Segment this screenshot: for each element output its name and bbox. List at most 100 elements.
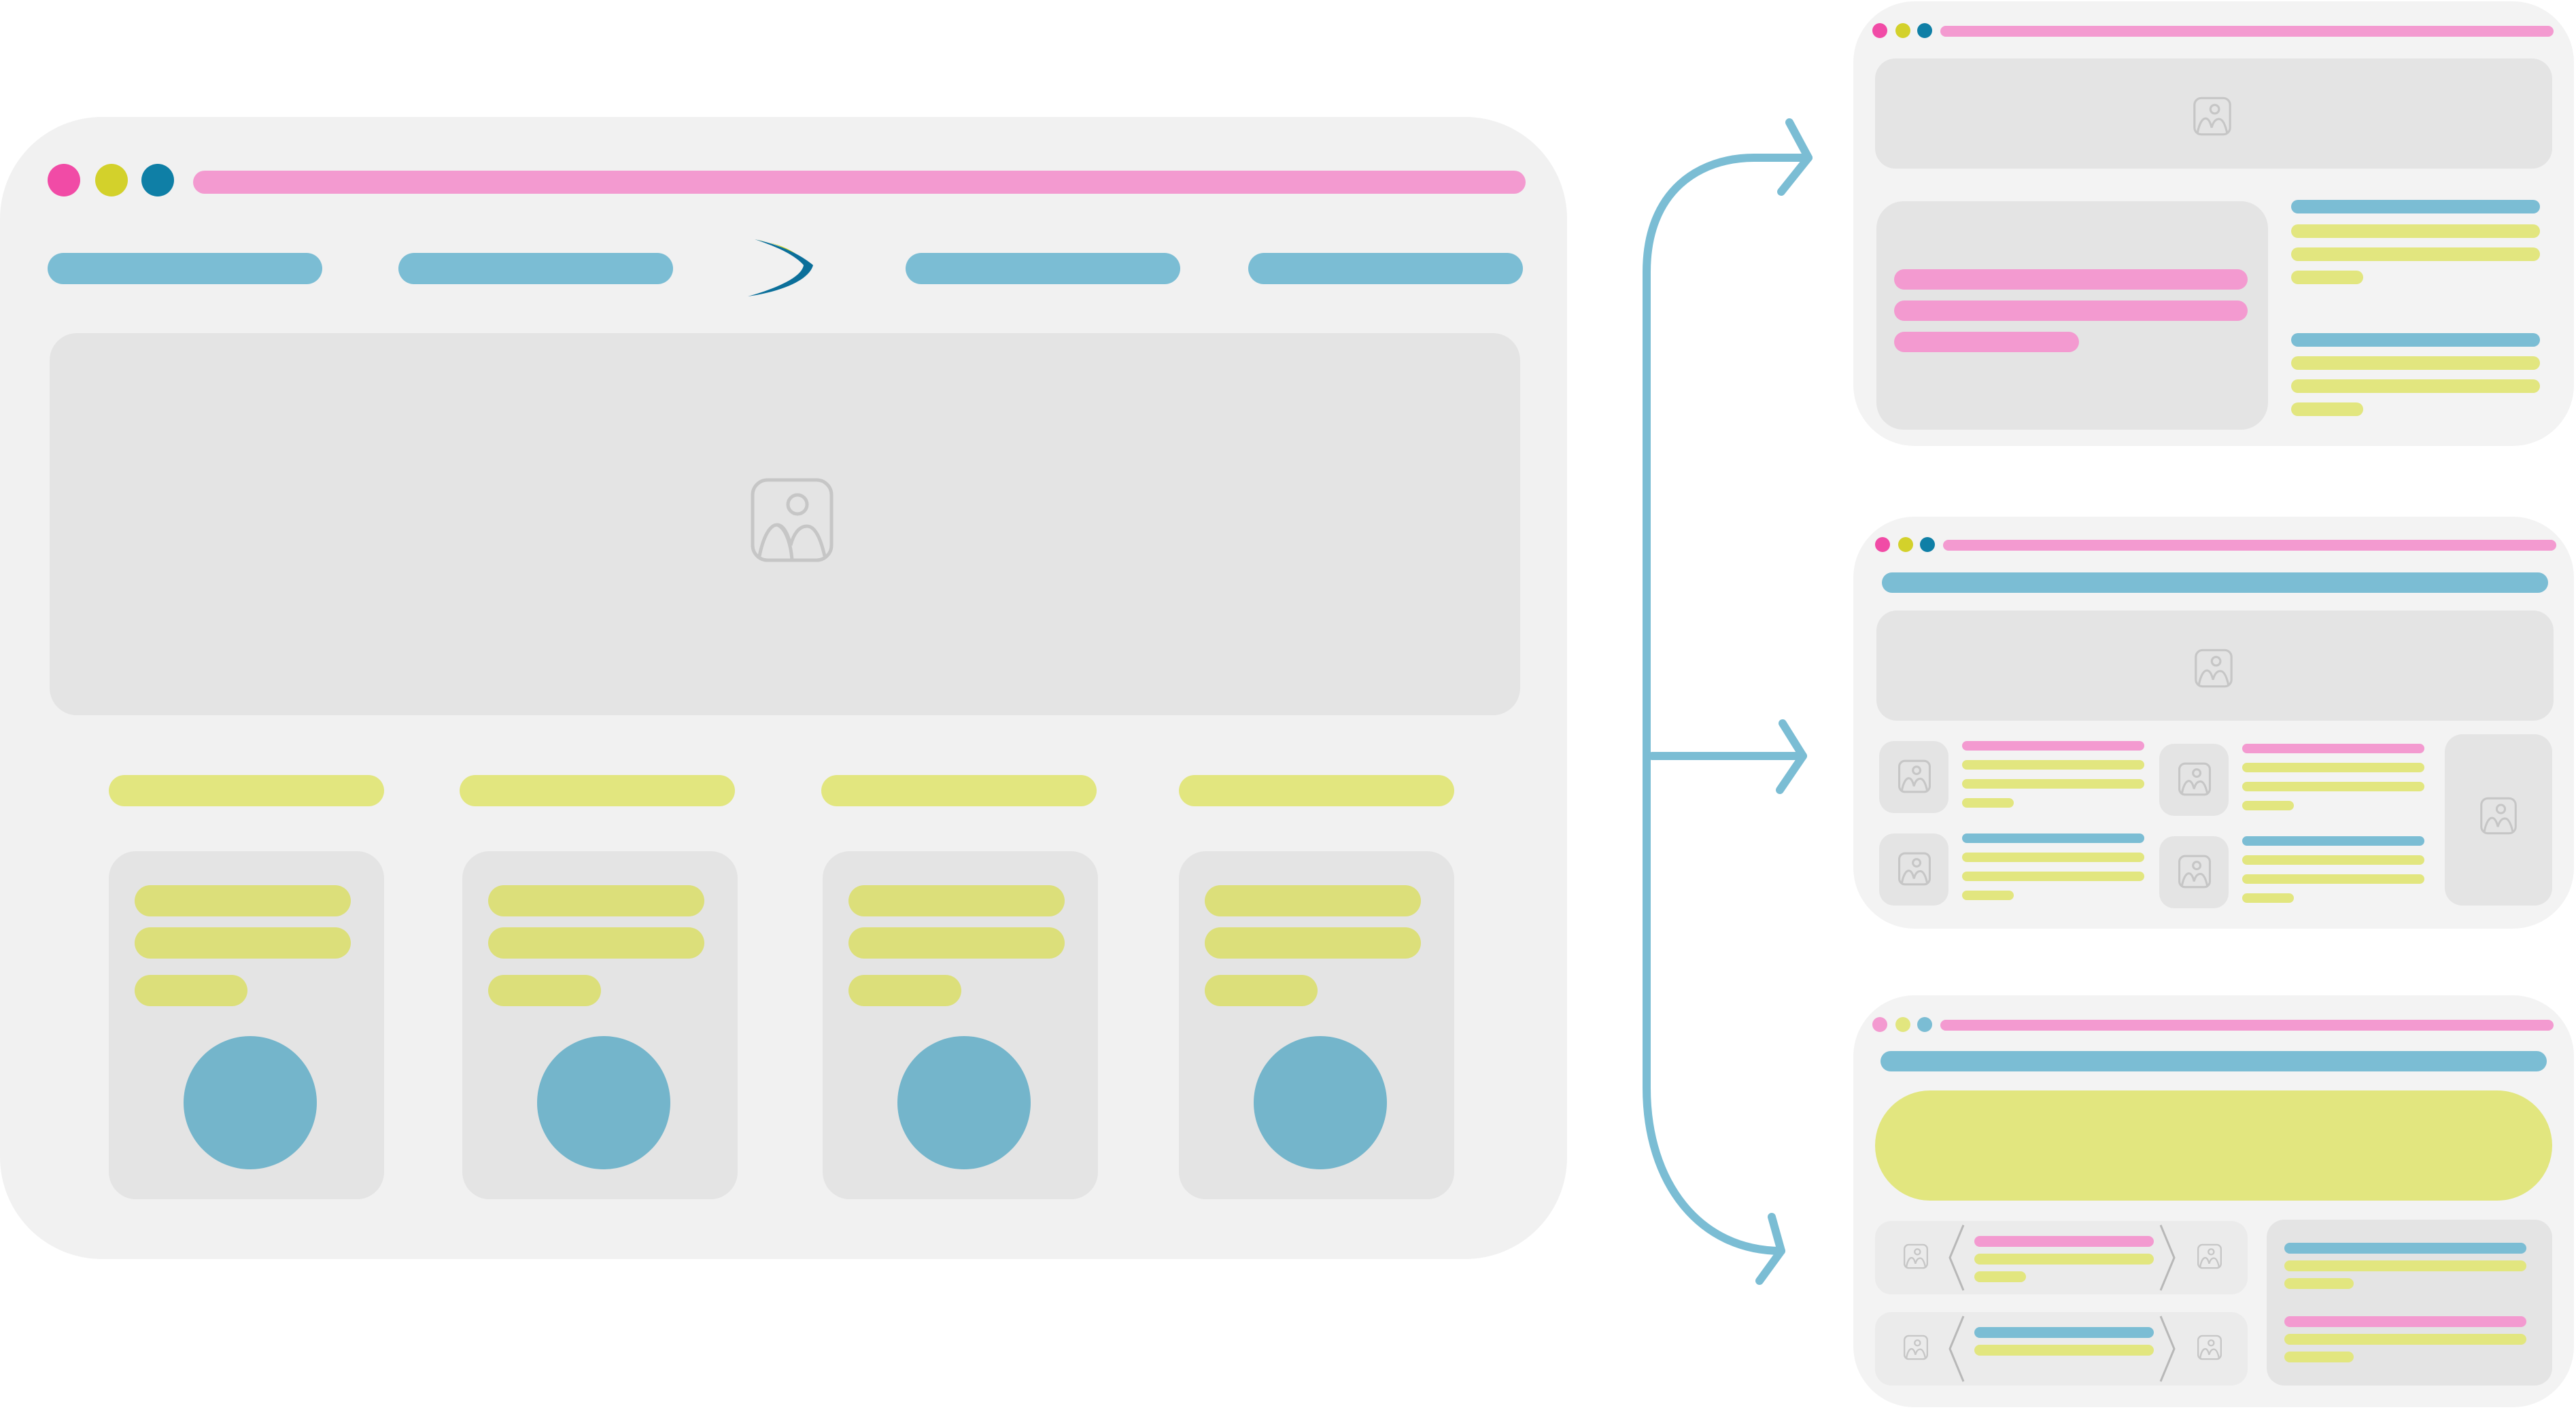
chevron-left-icon[interactable] — [1947, 1222, 1966, 1293]
text-line — [2242, 893, 2294, 903]
column-heading — [2291, 333, 2540, 347]
thumbnail[interactable] — [2159, 836, 2229, 908]
window-dot-close[interactable] — [1872, 23, 1887, 38]
card-text-line — [1205, 885, 1421, 916]
thumbnail[interactable] — [1879, 741, 1948, 813]
window-dot-maximize[interactable] — [141, 164, 174, 196]
image-placeholder-icon — [750, 477, 834, 563]
text-line — [1962, 798, 2014, 808]
card-text-line — [848, 927, 1065, 959]
text-line — [2242, 874, 2424, 884]
arrow-to-variant-1 — [1643, 154, 1813, 1255]
image-placeholder-icon — [2195, 649, 2233, 688]
address-bar[interactable] — [1940, 26, 2554, 37]
text-line — [2291, 356, 2540, 370]
column-heading — [2284, 1243, 2526, 1254]
window-dot-minimize[interactable] — [95, 164, 128, 196]
text-line — [2291, 271, 2363, 284]
image-placeholder-icon — [2197, 1243, 2222, 1270]
image-placeholder-icon — [1904, 1243, 1928, 1270]
nav-item-3[interactable] — [906, 253, 1180, 284]
card-text-line — [135, 885, 351, 916]
card-text-line — [488, 975, 601, 1006]
text-line — [2242, 744, 2424, 753]
text-line — [1894, 300, 2248, 321]
card-text-line — [1205, 927, 1421, 959]
text-line — [1974, 1236, 2154, 1247]
window-dot-minimize[interactable] — [1895, 23, 1910, 38]
thumbnail[interactable] — [2159, 744, 2229, 816]
window-dot-maximize[interactable] — [1917, 23, 1932, 38]
image-placeholder-icon — [2178, 761, 2211, 797]
card-avatar[interactable] — [184, 1036, 317, 1169]
address-bar[interactable] — [1940, 1020, 2554, 1031]
chevron-right-icon[interactable] — [2158, 1222, 2177, 1293]
text-line — [1974, 1254, 2154, 1265]
text-line — [1974, 1327, 2154, 1338]
card-text-line — [1205, 975, 1318, 1006]
text-line — [1894, 269, 2248, 290]
text-line — [2242, 855, 2424, 865]
window-dot-close[interactable] — [1872, 1017, 1887, 1032]
card-text-line — [848, 885, 1065, 916]
text-line — [2284, 1260, 2526, 1271]
card-avatar[interactable] — [1254, 1036, 1387, 1169]
card-text-line — [135, 975, 247, 1006]
window-dot-close[interactable] — [48, 164, 80, 196]
nav-bar[interactable] — [1882, 572, 2548, 593]
text-line — [1894, 332, 2079, 352]
nav-bar[interactable] — [1881, 1051, 2547, 1071]
card-heading-3 — [821, 775, 1097, 806]
chevron-logo-icon[interactable] — [745, 235, 821, 299]
hero-image — [50, 333, 1520, 715]
window-dot-minimize[interactable] — [1898, 537, 1913, 552]
card-heading-4 — [1179, 775, 1454, 806]
card-heading-2 — [460, 775, 735, 806]
card-text-line — [488, 885, 704, 916]
text-line — [1962, 833, 2144, 843]
card-text-line — [135, 927, 351, 959]
card-avatar[interactable] — [537, 1036, 670, 1169]
nav-item-2[interactable] — [398, 253, 673, 284]
text-line — [1974, 1271, 2026, 1282]
text-line — [2291, 402, 2363, 416]
text-line — [2291, 379, 2540, 393]
text-line — [2284, 1334, 2526, 1345]
address-bar[interactable] — [193, 171, 1526, 194]
card-avatar[interactable] — [897, 1036, 1031, 1169]
window-dot-maximize[interactable] — [1920, 537, 1935, 552]
window-dot-close[interactable] — [1875, 537, 1890, 552]
column-heading — [2284, 1316, 2526, 1327]
image-placeholder-icon — [2197, 1334, 2222, 1361]
image-placeholder-icon — [1904, 1334, 1928, 1361]
text-line — [1962, 891, 2014, 900]
text-line — [2242, 801, 2294, 810]
text-line — [1962, 779, 2144, 789]
column-heading — [2291, 200, 2540, 213]
banner[interactable] — [1875, 1090, 2552, 1201]
image-placeholder-icon — [1898, 759, 1931, 794]
text-line — [1962, 853, 2144, 862]
image-placeholder-icon — [2193, 97, 2231, 136]
side-image — [2445, 734, 2552, 906]
text-line — [2242, 836, 2424, 846]
window-dot-minimize[interactable] — [1895, 1017, 1910, 1032]
text-line — [2284, 1278, 2354, 1289]
chevron-left-icon[interactable] — [1947, 1313, 1966, 1384]
window-dot-maximize[interactable] — [1917, 1017, 1932, 1032]
text-line — [1962, 741, 2144, 751]
text-line — [2242, 763, 2424, 772]
nav-item-4[interactable] — [1248, 253, 1523, 284]
image-placeholder-icon — [1898, 851, 1931, 887]
text-line — [1962, 872, 2144, 881]
image-placeholder-icon — [2480, 797, 2517, 835]
text-line — [2242, 782, 2424, 791]
thumbnail[interactable] — [1879, 833, 1948, 906]
text-line — [2284, 1352, 2354, 1362]
chevron-right-icon[interactable] — [2158, 1313, 2177, 1384]
text-line — [2291, 224, 2540, 238]
nav-item-1[interactable] — [48, 253, 322, 284]
address-bar[interactable] — [1943, 540, 2556, 551]
text-line — [1962, 760, 2144, 770]
text-line — [1974, 1345, 2154, 1356]
